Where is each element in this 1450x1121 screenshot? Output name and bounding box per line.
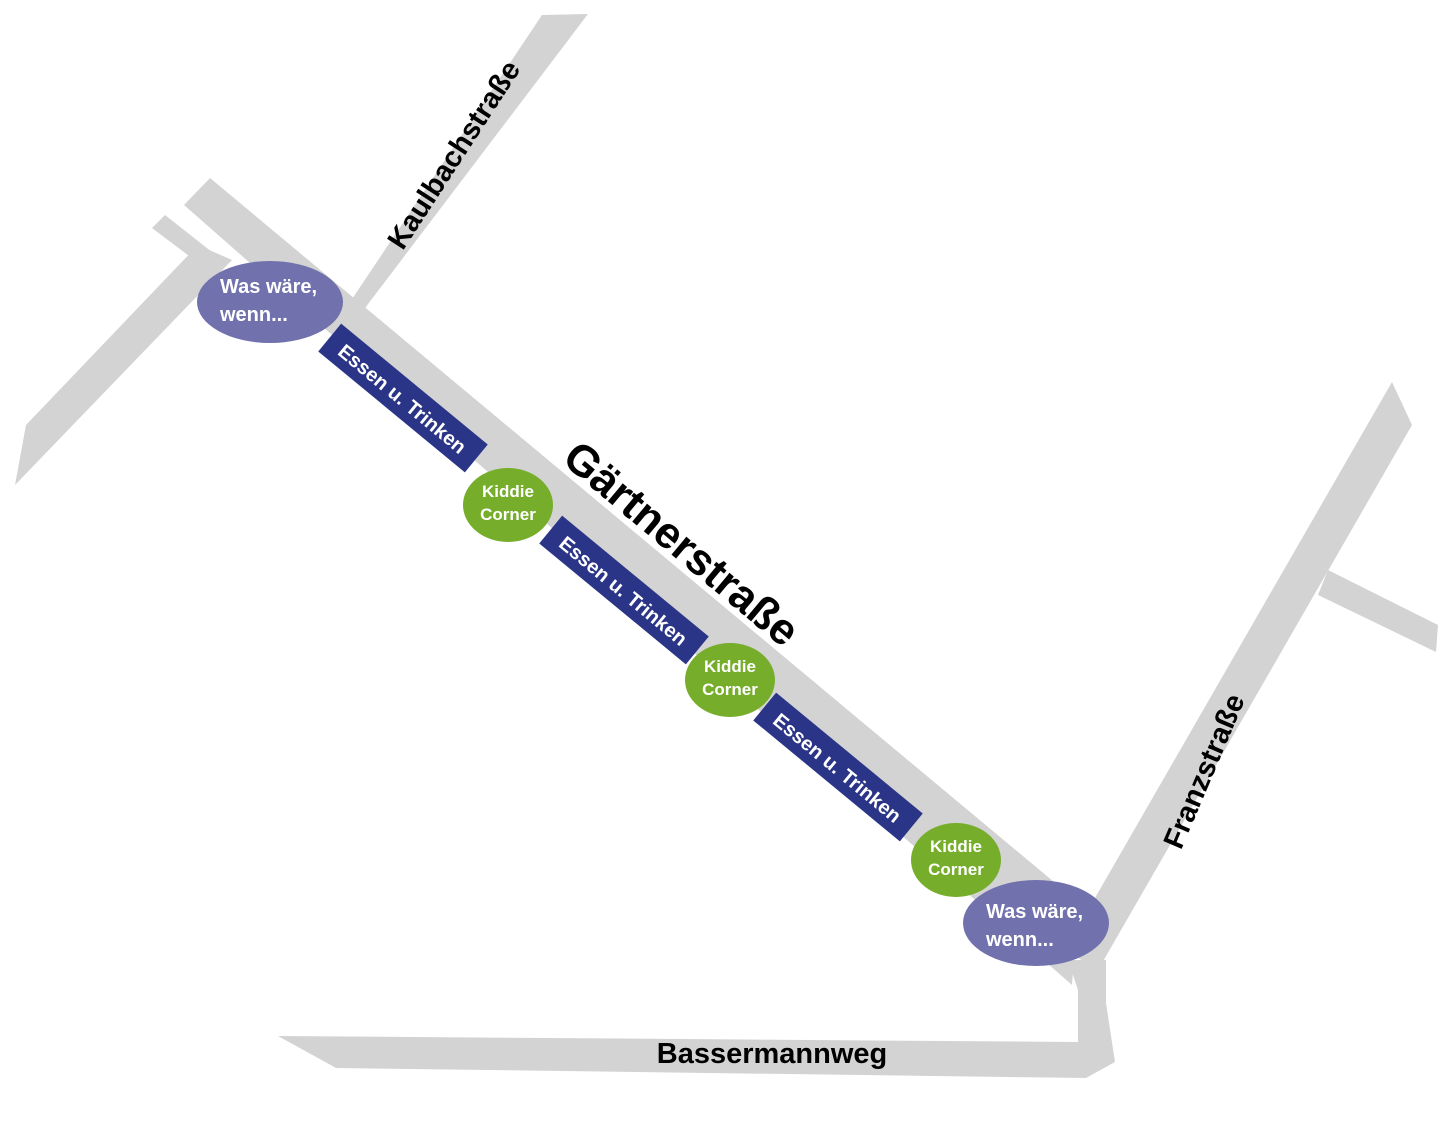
kiddie-corner: Kiddie Corner (463, 468, 553, 542)
kiddie-corner-label-line2: Corner (928, 860, 984, 879)
kiddie-corner-label-line1: Kiddie (704, 657, 756, 676)
kiddie-corner-label-line2: Corner (480, 505, 536, 524)
was-waere-wenn-line2: wenn... (985, 929, 1054, 951)
kiddie-corner: Kiddie Corner (685, 643, 775, 717)
kiddie-corner-label-line2: Corner (702, 680, 758, 699)
road-network (15, 14, 1438, 1078)
was-waere-wenn-marker (197, 261, 343, 343)
was-waere-wenn-line2: wenn... (219, 304, 288, 326)
kiddie-corner: Kiddie Corner (911, 823, 1001, 897)
kiddie-corner-label-line1: Kiddie (482, 482, 534, 501)
label-kaulbachstrasse: Kaulbachstraße (382, 55, 527, 255)
was-waere-wenn-marker (963, 880, 1109, 966)
road-right-branch (1318, 570, 1438, 652)
road-bassermannweg (278, 1036, 1115, 1078)
was-waere-wenn-line1: Was wäre, (220, 276, 317, 298)
kiddie-corner-marker (463, 468, 553, 542)
road-franzstrasse (1065, 382, 1412, 970)
kiddie-corner-label-line1: Kiddie (930, 837, 982, 856)
road-stub-topleft (152, 215, 222, 268)
was-waere-wenn: Was wäre, wenn... (963, 880, 1109, 966)
label-bassermannweg: Bassermannweg (657, 1038, 888, 1070)
kiddie-corner-marker (685, 643, 775, 717)
food-box (753, 692, 923, 842)
kiddie-corner-marker (911, 823, 1001, 897)
was-waere-wenn-line1: Was wäre, (986, 901, 1083, 923)
was-waere-wenn: Was wäre, wenn... (197, 261, 343, 343)
road-connector (1068, 960, 1115, 1062)
road-left-branch (15, 245, 232, 485)
food-box (318, 323, 488, 473)
food-box (539, 515, 709, 665)
road-kaulbachstrasse (344, 14, 588, 312)
